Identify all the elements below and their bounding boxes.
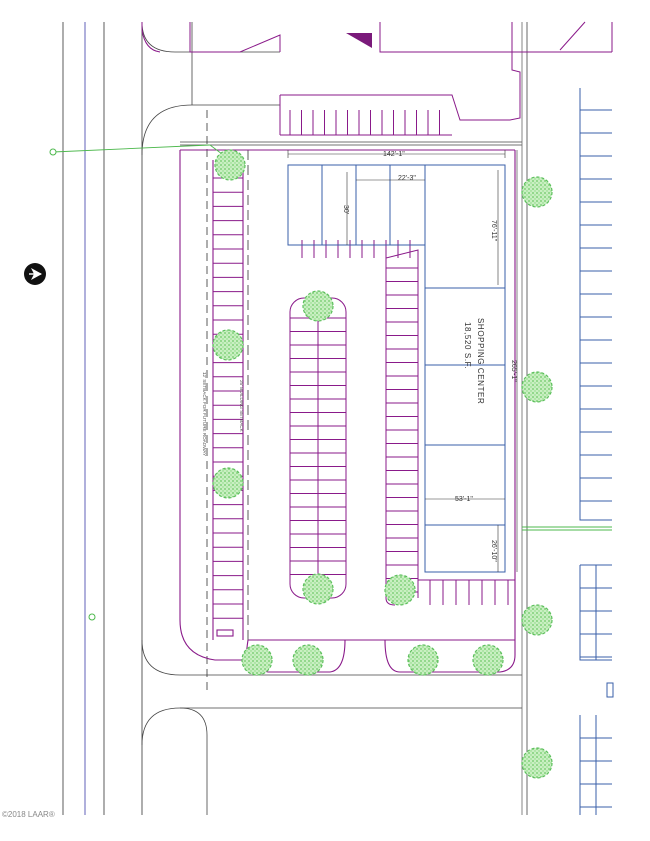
tree-icon: [212, 329, 244, 361]
north-parking-stalls: [289, 110, 440, 135]
curb-lines: [141, 21, 528, 815]
tree-icon: [521, 747, 553, 779]
north-parking: [141, 21, 613, 136]
tree-icon: [384, 574, 416, 606]
tree-icon: [241, 644, 273, 676]
dim-overall-depth: 265'-1": [510, 360, 517, 382]
west-parking-stalls: [213, 177, 243, 619]
tree-icon: [521, 176, 553, 208]
tree-icon: [302, 573, 334, 605]
utility-node: [49, 148, 57, 156]
north-arrow-flag: [346, 33, 372, 48]
copyright-footer: ©2018 LAAR®: [2, 810, 55, 819]
dim-end-bay: 26'-10": [490, 540, 497, 562]
tree-icon: [521, 371, 553, 403]
building-label: SHOPPING CENTER: [476, 318, 485, 404]
utility-node: [88, 613, 96, 621]
building-setback-label: 25' BUILDING SETBACK: [239, 380, 244, 433]
front-building-stalls: [301, 240, 411, 258]
tree-icon: [212, 467, 244, 499]
tree-icon: [472, 644, 504, 676]
north-arrow-icon: [24, 263, 46, 285]
dim-overall-width: 142'-1": [383, 151, 405, 158]
east-adjacent-parking: [579, 88, 614, 815]
dim-building-width: 53'-1": [455, 496, 473, 503]
tree-icon: [292, 644, 324, 676]
dim-front-depth: 30': [342, 205, 349, 214]
site-boundary: [179, 149, 516, 673]
south-parking-stalls: [429, 580, 509, 605]
east-adjacent-stalls: [580, 109, 612, 815]
street: [62, 22, 143, 815]
tree-icon: [214, 149, 246, 181]
tree-icon: [521, 604, 553, 636]
landscape-trees: [212, 149, 553, 779]
dim-front-bay: 22'-3": [398, 175, 416, 182]
tree-icon: [302, 290, 334, 322]
building-area-label: 18,520 S.F.: [463, 322, 472, 369]
dimension-lines: [287, 150, 518, 572]
dim-wing-depth: 76'-11": [490, 220, 497, 242]
roadway-setback-label: 12' SETBACK FOR FUTURE ROADWAY: [202, 372, 207, 456]
shopping-center-building: [287, 164, 506, 573]
center-parking-island: [289, 297, 347, 599]
tree-icon: [407, 644, 439, 676]
east-parking-stalls: [386, 267, 418, 593]
east-parking-row: [385, 249, 515, 606]
